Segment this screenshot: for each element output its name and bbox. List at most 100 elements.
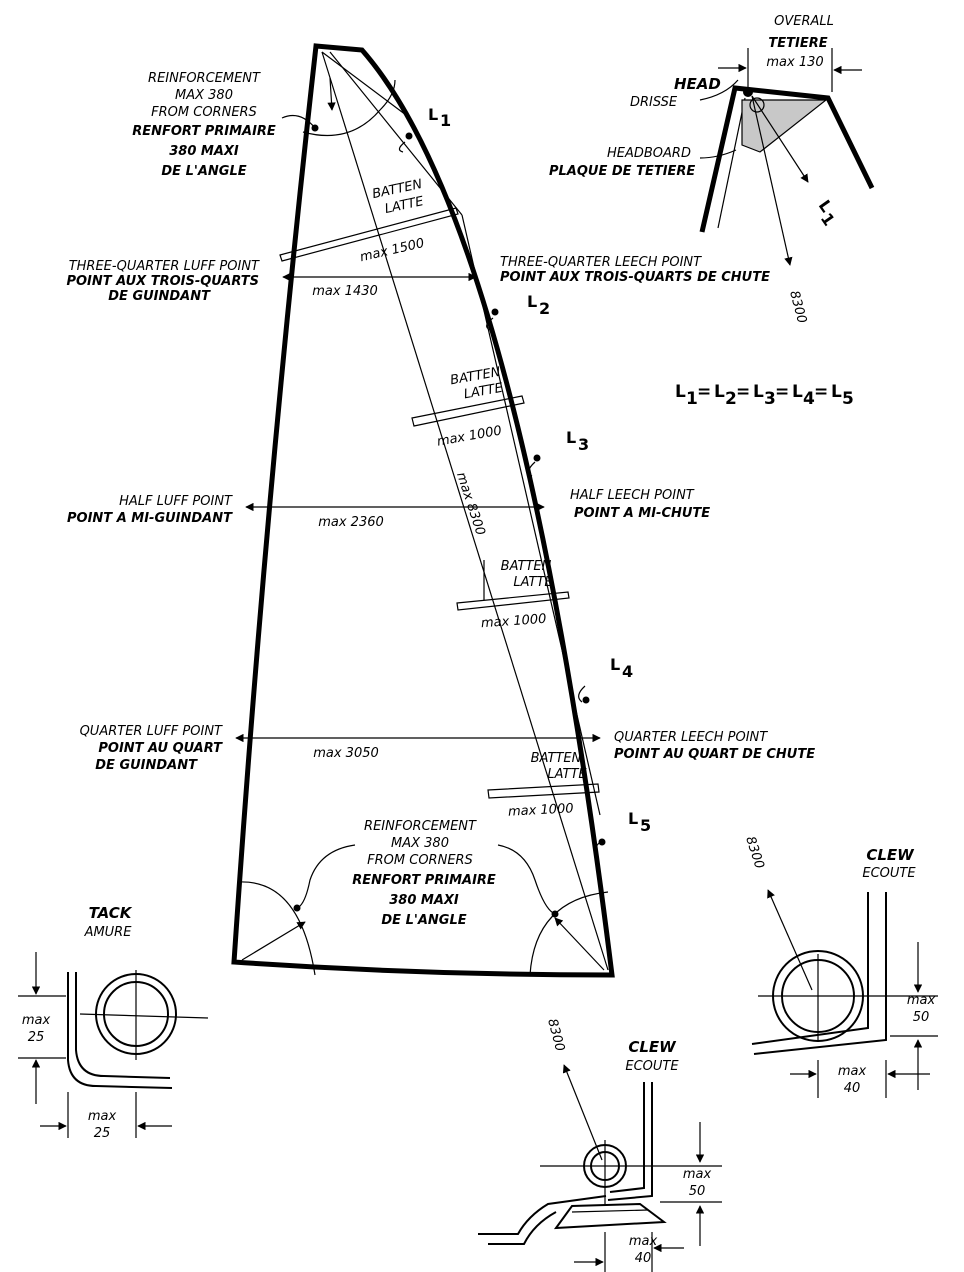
svg-text:MAX 380: MAX 380 (175, 88, 233, 103)
svg-text:AMURE: AMURE (84, 925, 133, 940)
svg-text:THREE-QUARTER LUFF POINT: THREE-QUARTER LUFF POINT (69, 259, 260, 274)
svg-text:3: 3 (764, 389, 776, 409)
svg-text:FROM CORNERS: FROM CORNERS (367, 853, 473, 868)
svg-text:MAX 380: MAX 380 (391, 836, 449, 851)
batten-1 (279, 207, 459, 262)
three-quarter-width-label: max 1430 (312, 284, 378, 299)
bottom-reinforcement-leader-right (497, 844, 556, 915)
svg-text:DRISSE: DRISSE (630, 95, 678, 110)
clew-bottom-mast (607, 1082, 653, 1201)
svg-text:5: 5 (842, 389, 854, 409)
svg-text:380 MAXI: 380 MAXI (169, 144, 239, 159)
clew-right-8300-arrow (767, 889, 813, 991)
tack-reinforcement-arc (239, 881, 316, 976)
head-reinforcement-arc (302, 79, 396, 137)
svg-text:=: = (697, 382, 711, 402)
svg-text:L: L (675, 382, 686, 402)
svg-text:CLEW: CLEW (628, 1038, 677, 1056)
svg-text:CLEW: CLEW (866, 846, 915, 864)
svg-text:=: = (736, 382, 750, 402)
svg-text:TACK: TACK (89, 904, 133, 922)
tack-outer (67, 972, 173, 1089)
svg-text:max: max (88, 1109, 117, 1124)
head-arrow (327, 77, 336, 111)
headboard-leader (699, 149, 737, 159)
svg-text:TETIERE: TETIERE (768, 36, 827, 51)
svg-text:ECOUTE: ECOUTE (862, 866, 916, 881)
bottom-reinforcement-leader-left (296, 844, 356, 909)
svg-text:2: 2 (725, 389, 737, 409)
reinforcement-bottom-label: REINFORCEMENT MAX 380 FROM CORNERS RENFO… (352, 819, 496, 928)
svg-text:40: 40 (635, 1251, 652, 1266)
quarter-leech-label: QUARTER LEECH POINT POINT AU QUART DE CH… (614, 730, 815, 762)
svg-text:1: 1 (686, 389, 698, 409)
clew-right-labels: CLEW ECOUTE 8300 max 50 max 40 (742, 835, 935, 1096)
bottom-reinforcement-dot-right (551, 910, 559, 918)
leech-inner-line (461, 214, 601, 816)
svg-text:THREE-QUARTER LEECH POINT: THREE-QUARTER LEECH POINT (500, 255, 702, 270)
svg-text:DE GUINDANT: DE GUINDANT (108, 289, 211, 304)
svg-text:L: L (753, 382, 764, 402)
svg-text:POINT AU QUART DE CHUTE: POINT AU QUART DE CHUTE (614, 747, 815, 762)
l5-label: L 5 (628, 809, 651, 835)
tack-arrow (241, 921, 306, 961)
svg-text:L: L (792, 382, 803, 402)
svg-text:HEADBOARD: HEADBOARD (607, 146, 691, 161)
svg-text:LATTE: LATTE (513, 575, 553, 590)
svg-text:max 1000: max 1000 (481, 612, 547, 632)
svg-text:L: L (714, 382, 725, 402)
svg-text:RENFORT PRIMAIRE: RENFORT PRIMAIRE (132, 124, 276, 139)
head-8300-arrow (751, 95, 793, 266)
head-inner-line (321, 51, 411, 119)
clew-bottom-labels: CLEW ECOUTE 8300 max 50 max 40 (544, 1017, 711, 1266)
head-ring (749, 97, 765, 113)
batten-1-label: BATTEN LATTE max 1500 (359, 177, 426, 265)
svg-text:380 MAXI: 380 MAXI (389, 893, 459, 908)
half-width-label: max 2360 (318, 515, 384, 530)
top-reinforcement-dot (311, 124, 319, 132)
svg-text:L: L (831, 382, 842, 402)
svg-text:max: max (22, 1013, 51, 1028)
quarter-width-label: max 3050 (313, 746, 379, 761)
svg-text:REINFORCEMENT: REINFORCEMENT (364, 819, 477, 834)
svg-text:8300: 8300 (742, 835, 766, 871)
svg-text:L: L (628, 809, 638, 828)
svg-text:BATTEN: BATTEN (501, 559, 552, 574)
l1-label: L 1 (428, 105, 451, 130)
tack-inner (75, 972, 171, 1079)
clew-right-detail (751, 889, 938, 1098)
equation: L 1 = L 2 = L 3 = L 4 = L 5 (675, 382, 854, 409)
svg-text:POINT A MI-CHUTE: POINT A MI-CHUTE (574, 506, 710, 521)
svg-text:POINT AU QUART: POINT AU QUART (98, 741, 223, 756)
svg-text:8300: 8300 (544, 1017, 567, 1053)
bottom-reinforcement-dot-left (293, 904, 301, 912)
svg-text:L: L (428, 105, 438, 124)
head-mast-outer (699, 85, 875, 233)
svg-text:max: max (907, 993, 936, 1008)
svg-text:OVERALL: OVERALL (774, 14, 834, 29)
batten-3-label: BATTEN LATTE max 1000 (481, 559, 554, 631)
svg-text:25: 25 (94, 1126, 111, 1141)
batten-3 (456, 560, 570, 611)
head-detail (699, 48, 875, 266)
clew-bottom-boom (478, 1195, 607, 1235)
clew-bottom-detail (478, 1064, 722, 1272)
svg-text:max: max (683, 1167, 712, 1182)
clew-bottom-boom-inner (488, 1211, 557, 1245)
svg-text:HALF LEECH POINT: HALF LEECH POINT (570, 488, 695, 503)
three-quarter-leech-label: THREE-QUARTER LEECH POINT POINT AUX TROI… (500, 255, 770, 285)
clew-right-mast-inner (751, 892, 869, 1045)
svg-text:L: L (527, 292, 537, 311)
batten-4-label: BATTEN LATTE max 1000 (508, 751, 588, 820)
head-mast-inner (717, 97, 746, 229)
svg-text:L: L (610, 655, 620, 674)
svg-text:HEAD: HEAD (674, 75, 721, 93)
svg-text:3: 3 (578, 435, 589, 454)
svg-text:4: 4 (622, 662, 633, 681)
svg-text:max 1500: max 1500 (359, 236, 426, 265)
svg-text:2: 2 (539, 299, 550, 318)
svg-text:L: L (566, 428, 576, 447)
svg-text:5: 5 (640, 816, 651, 835)
svg-text:max 1000: max 1000 (508, 801, 574, 819)
head-l1-arrow (751, 95, 809, 183)
